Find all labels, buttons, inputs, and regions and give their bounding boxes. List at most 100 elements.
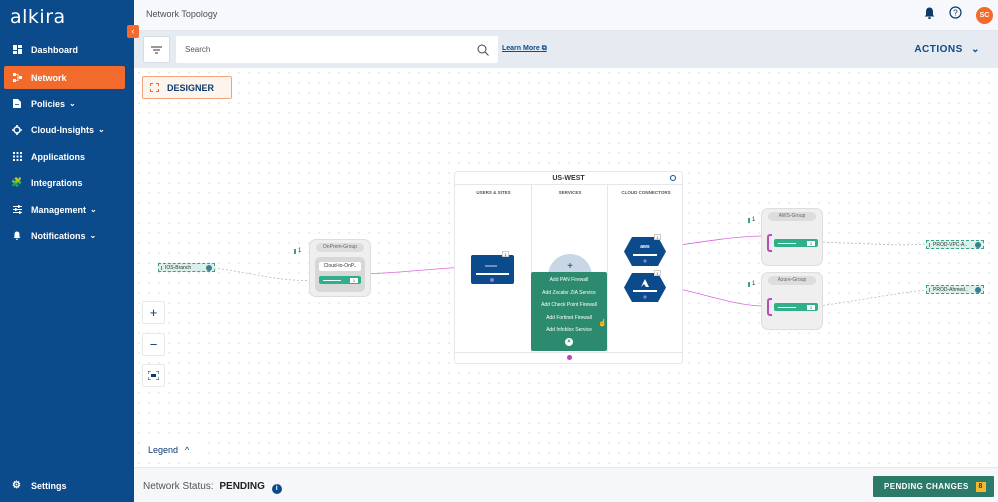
region-title: US-WEST	[552, 175, 585, 182]
chevron-down-icon: ⌄	[69, 99, 76, 108]
node-prod-vpc-a[interactable]: PROD-VPC-A..	[926, 240, 984, 249]
page-title: Network Topology	[146, 9, 218, 19]
group-onprem[interactable]: OnPrem-Group Cloud-to-OnP.. 1	[309, 239, 371, 297]
svg-text:?: ?	[953, 9, 958, 18]
tag-marker	[929, 288, 930, 292]
chevron-down-icon: ⌄	[971, 44, 980, 55]
pill-line	[778, 242, 796, 244]
close-icon[interactable]: ×	[565, 338, 573, 346]
connector-label: Cloud-to-OnP..	[319, 262, 361, 271]
bell-icon	[12, 231, 22, 241]
pill-count: 1	[807, 240, 815, 246]
pill-line	[323, 279, 341, 281]
node-ios-branch[interactable]: IOS-Branch	[158, 263, 215, 272]
count-marker	[748, 217, 750, 223]
topology-canvas[interactable]: DESIGNER IOS-Branch 1 OnPrem-Group Cloud…	[134, 68, 998, 467]
connector-pill[interactable]: 1	[319, 276, 361, 284]
region-port	[567, 355, 572, 360]
sidebar-item-applications[interactable]: Applications	[4, 145, 125, 168]
link-vpc2	[818, 289, 927, 307]
puzzle-icon: 🧩	[11, 177, 23, 187]
aws-connector[interactable]: aws	[624, 237, 666, 266]
sidebar-item-notifications[interactable]: Notifications ⌄	[4, 224, 125, 247]
search-input[interactable]	[176, 36, 466, 63]
column-label: CLOUD CONNECTORS	[621, 190, 671, 195]
dashboard-icon	[12, 45, 22, 55]
connector-pill[interactable]: 1	[774, 303, 818, 311]
sidebar-item-cloud-insights[interactable]: Cloud-Insights ⌄	[4, 118, 125, 141]
toolbar: Learn More ⧉ ACTIONS ⌄	[134, 31, 998, 68]
connector-pill[interactable]: 1	[774, 239, 818, 247]
sidebar-item-management[interactable]: Management ⌄	[4, 198, 125, 221]
sidebar-item-network[interactable]: Network	[4, 66, 125, 89]
designer-button[interactable]: DESIGNER	[142, 76, 232, 99]
alkira-logo[interactable]: alkira	[10, 6, 66, 28]
legend-toggle[interactable]: Legend ^	[142, 440, 200, 460]
external-link-icon: ⧉	[541, 45, 547, 52]
site-node[interactable]: 1	[471, 251, 514, 284]
service-menu: Add PAN Firewall Add Zscaler ZIA Service…	[531, 272, 607, 351]
group-bracket	[767, 234, 772, 252]
grid-icon	[12, 152, 22, 162]
sidebar-item-integrations[interactable]: 🧩 Integrations	[4, 171, 125, 194]
sidebar-item-label: Policies	[31, 98, 66, 109]
sidebar-item-policies[interactable]: Policies ⌄	[4, 92, 125, 115]
chevron-down-icon: ⌄	[98, 125, 105, 134]
document-icon	[12, 99, 22, 109]
search-icon[interactable]	[477, 43, 489, 61]
menu-item-add-pan-firewall[interactable]: Add PAN Firewall	[549, 277, 589, 283]
pill-count: 1	[350, 277, 358, 283]
network-status: Network Status: PENDING i	[143, 481, 282, 494]
pill-line	[778, 306, 796, 308]
status-label: Network Status:	[143, 481, 214, 492]
azure-connector[interactable]	[624, 273, 666, 302]
sidebar-item-dashboard[interactable]: Dashboard	[4, 38, 125, 61]
network-icon	[12, 73, 22, 83]
menu-item-add-infoblox[interactable]: Add Infoblox Service	[546, 327, 592, 333]
filter-button[interactable]	[143, 36, 170, 63]
column-label: USERS & SITES	[476, 190, 511, 195]
column-users-sites	[455, 184, 532, 352]
legend-label: Legend	[148, 445, 179, 455]
sidebar-item-label: Cloud-Insights	[31, 124, 94, 135]
learn-more-label: Learn More	[502, 45, 540, 52]
pending-label: PENDING CHANGES	[884, 482, 969, 491]
menu-item-add-fortinet[interactable]: Add Fortinet Firewall	[546, 314, 592, 321]
group-bracket	[767, 298, 772, 316]
help-icon[interactable]: ?	[949, 6, 962, 24]
search-box	[176, 36, 498, 63]
group-count: 1	[748, 281, 755, 287]
menu-item-add-zscaler[interactable]: Add Zscaler ZIA Service	[542, 289, 596, 296]
actions-dropdown[interactable]: ACTIONS ⌄	[914, 44, 980, 55]
tag-marker	[161, 266, 162, 270]
info-icon[interactable]	[670, 175, 676, 181]
site-port	[490, 278, 494, 282]
learn-more-link[interactable]: Learn More ⧉	[502, 45, 547, 53]
zoom-out-button[interactable]: −	[142, 333, 165, 356]
group-name: Azure-Group	[768, 276, 816, 285]
bell-icon[interactable]	[924, 6, 935, 24]
zoom-in-button[interactable]: +	[142, 301, 165, 324]
group-name: AWS-Group	[768, 212, 816, 221]
region-footer	[455, 352, 682, 353]
site-status-bar	[476, 273, 509, 275]
sidebar-item-label: Dashboard	[31, 44, 79, 55]
node-label: PROD-Ahmed..	[933, 286, 968, 293]
node-prod-ahmed[interactable]: PROD-Ahmed..	[926, 285, 984, 294]
chevron-up-icon: ^	[185, 445, 190, 455]
group-aws[interactable]: AWS-Group 1	[761, 208, 823, 266]
group-azure[interactable]: Azure-Group 1	[761, 272, 823, 330]
menu-item-add-checkpoint[interactable]: Add Check Point Firewall	[541, 302, 597, 308]
collapse-sidebar-button[interactable]: ‹	[127, 25, 139, 38]
region-divider	[455, 184, 682, 185]
avatar[interactable]: SC	[976, 6, 993, 24]
check-icon	[975, 286, 981, 293]
group-name: OnPrem-Group	[316, 243, 364, 252]
region-us-west[interactable]: US-WEST USERS & SITES SERVICES CLOUD CON…	[454, 171, 683, 364]
fit-view-button[interactable]	[142, 364, 165, 387]
info-icon[interactable]: i	[271, 484, 282, 494]
sidebar-item-settings[interactable]: ⚙ Settings	[12, 480, 66, 491]
chevron-down-icon: ⌄	[89, 231, 97, 240]
pending-changes-button[interactable]: PENDING CHANGES 8	[873, 476, 994, 497]
